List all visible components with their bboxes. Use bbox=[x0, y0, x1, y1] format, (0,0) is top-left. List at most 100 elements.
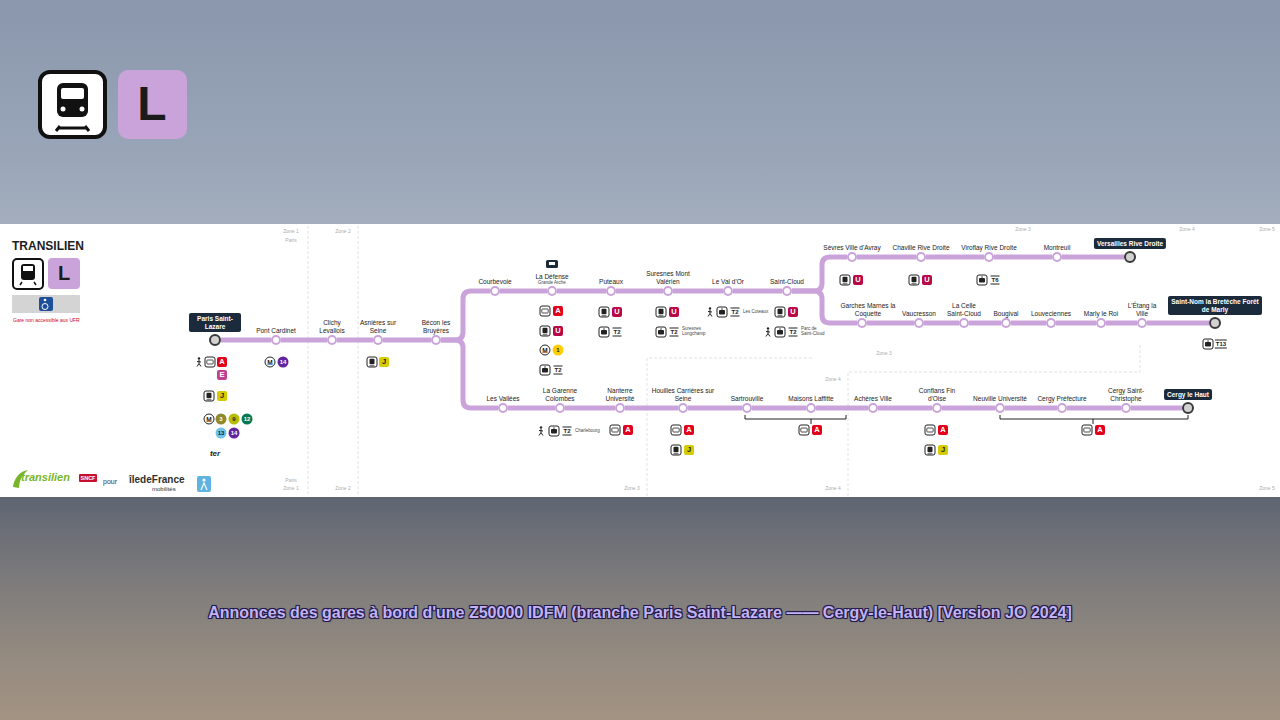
train-glyph bbox=[674, 453, 679, 454]
line-segment bbox=[816, 406, 868, 411]
tram-glyph bbox=[542, 368, 548, 373]
station-name: Pont Cardinet bbox=[256, 327, 296, 335]
tram-glyph bbox=[604, 328, 605, 330]
station-name: Versailles Rive Droite bbox=[1097, 240, 1163, 248]
line-badge: E bbox=[217, 370, 227, 380]
station-label: Clichy Levallois bbox=[310, 319, 354, 334]
accessibility-note: Gare non accessible aux UFR bbox=[13, 318, 80, 324]
tram-icon bbox=[549, 426, 559, 436]
line-segment bbox=[221, 338, 271, 343]
authority-logo: îledeFrance bbox=[129, 474, 185, 485]
zone-boundary bbox=[308, 226, 309, 496]
walk-icon bbox=[708, 307, 712, 316]
terminus-station: Paris Saint-Lazare bbox=[209, 334, 221, 346]
station-name: Clichy Levallois bbox=[310, 319, 354, 334]
line-segment bbox=[1062, 255, 1124, 260]
station-stop: Marly le Roi bbox=[1096, 318, 1106, 328]
station-stop: La Celle Saint-Cloud bbox=[959, 318, 969, 328]
metro-line-badge: 13 bbox=[216, 428, 227, 439]
terminus-station: Cergy le Haut bbox=[1182, 402, 1194, 414]
line-segment bbox=[926, 255, 984, 260]
train-glyph bbox=[843, 283, 848, 284]
station-stop: Montreuil bbox=[1052, 252, 1062, 262]
station-name: Le Val d'Or bbox=[712, 278, 744, 286]
icon-frame bbox=[540, 326, 550, 336]
train-glyph bbox=[602, 315, 607, 316]
rer-glyph bbox=[927, 428, 933, 432]
legend-train-icon bbox=[13, 259, 43, 289]
zone-label: Zone 5 bbox=[1259, 226, 1275, 232]
station-label: Chaville Rive Droite bbox=[892, 244, 949, 252]
icon-frame bbox=[599, 327, 609, 337]
station-label: Montreuil bbox=[1044, 244, 1071, 252]
station-label: Louveciennes bbox=[1031, 310, 1071, 318]
station-stop: Cergy Préfecture bbox=[1057, 403, 1067, 413]
rer-icon bbox=[540, 306, 550, 316]
station-stop: Bécon les Bruyères bbox=[431, 335, 441, 345]
tram-line-badge: T2 bbox=[730, 308, 739, 317]
train-glyph bbox=[207, 399, 212, 400]
line-segment bbox=[500, 289, 547, 294]
icon-frame bbox=[799, 425, 809, 435]
train-icon bbox=[656, 307, 666, 317]
station-label: Bécon les Bruyères bbox=[414, 319, 458, 334]
station-label: Le Val d'Or bbox=[712, 278, 744, 286]
bracket bbox=[745, 415, 846, 424]
line-segment bbox=[383, 338, 431, 343]
rer-glyph bbox=[542, 309, 548, 313]
tram-line-badge: T2 bbox=[669, 328, 678, 337]
station-stop: Saint-Cloud bbox=[782, 286, 792, 296]
zone-label: Zone 4 bbox=[825, 485, 841, 491]
tram-glyph bbox=[601, 330, 607, 335]
station-label: Maisons Laffitte bbox=[788, 395, 833, 403]
walk-glyph bbox=[197, 360, 201, 367]
line-segment bbox=[557, 289, 606, 294]
metro-line-badge: 1 bbox=[553, 345, 564, 356]
ter-logo: ter bbox=[210, 449, 220, 458]
line-badge: U bbox=[853, 275, 863, 285]
line-segment bbox=[1147, 321, 1209, 326]
station-label: Conflans Fin d'Oise bbox=[910, 387, 964, 402]
station-name: Viroflay Rive Droite bbox=[961, 244, 1017, 252]
rer-icon bbox=[1082, 425, 1092, 435]
terminus-station: Versailles Rive Droite bbox=[1124, 251, 1136, 263]
line-segment bbox=[792, 257, 847, 291]
station-label: Neuville Université bbox=[973, 395, 1027, 403]
station-stop: Maisons Laffitte bbox=[806, 403, 816, 413]
line-segment bbox=[969, 321, 1001, 326]
metro-symbol: M bbox=[540, 345, 551, 356]
tram-icon bbox=[540, 365, 550, 375]
rer-icon bbox=[799, 425, 809, 435]
map-title: TRANSILIEN bbox=[12, 239, 84, 253]
line-segment bbox=[688, 406, 742, 411]
station-label: La DéfenseGrande Arche bbox=[535, 273, 568, 286]
line-badge: A bbox=[1095, 425, 1105, 435]
station-label: Les Vallées bbox=[486, 395, 519, 403]
rer-icon bbox=[610, 425, 620, 435]
legend-bar bbox=[12, 295, 80, 313]
rer-glyph bbox=[207, 360, 213, 364]
train-icon bbox=[775, 307, 785, 317]
zone-boundary bbox=[848, 345, 1140, 496]
idfm-logo-mark bbox=[197, 476, 211, 492]
icon-glyph bbox=[42, 304, 48, 310]
line-badge: A bbox=[684, 425, 694, 435]
station-name: Les Vallées bbox=[486, 395, 519, 403]
train-glyph bbox=[928, 453, 933, 454]
line-badge: A bbox=[812, 425, 822, 435]
tram-icon bbox=[1203, 339, 1213, 349]
operator-logo: transilien bbox=[21, 471, 70, 483]
line-badge: U bbox=[553, 326, 563, 336]
icon-glyph bbox=[549, 262, 555, 265]
train-glyph bbox=[659, 315, 664, 316]
station-label: Vaucresson bbox=[902, 310, 936, 318]
train-light bbox=[61, 107, 66, 112]
train-glyph bbox=[843, 277, 848, 283]
line-segment bbox=[337, 338, 373, 343]
line-badge: J bbox=[938, 445, 948, 455]
walk-glyph bbox=[539, 429, 543, 436]
zone-label: Zone 2 bbox=[335, 228, 351, 234]
station-stop: Pont Cardinet bbox=[271, 335, 281, 345]
walk-glyph bbox=[767, 327, 769, 329]
bracket bbox=[1000, 415, 1188, 424]
